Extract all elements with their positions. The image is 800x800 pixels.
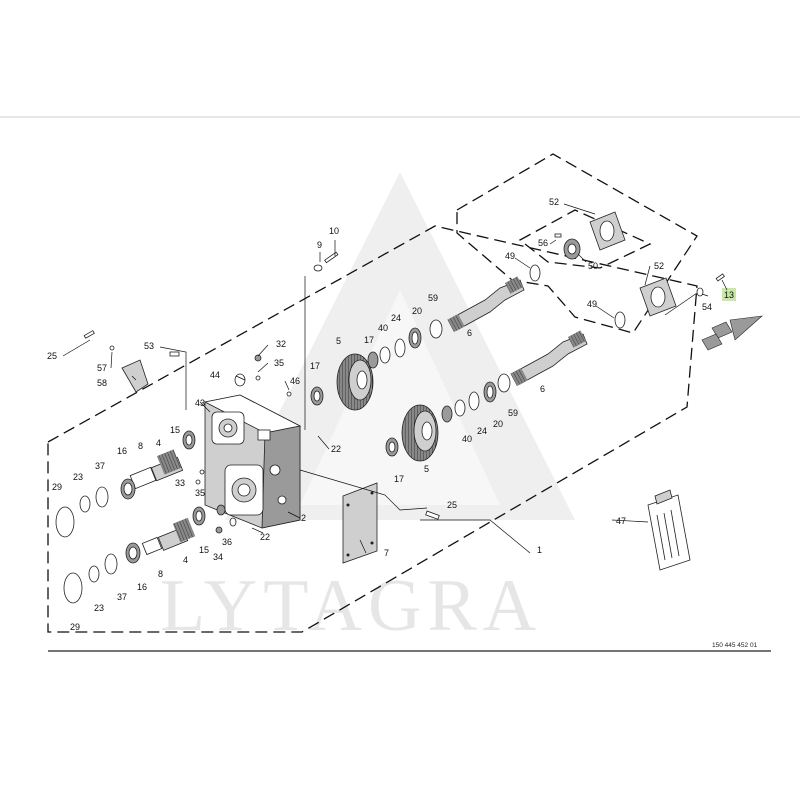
callout-15: 15 (170, 425, 180, 435)
callout-54: 54 (702, 302, 712, 312)
callout-58: 58 (97, 378, 107, 388)
callout-52: 52 (549, 197, 559, 207)
gearbox-housing (203, 394, 302, 529)
direction-arrow-icon (701, 315, 763, 351)
callout-9: 9 (317, 240, 322, 250)
callout-59: 59 (508, 408, 518, 418)
callout-35: 35 (274, 358, 284, 368)
callout-37: 37 (117, 592, 127, 602)
callout-25: 25 (447, 500, 457, 510)
watermark-text: LYTAGRA (160, 565, 542, 647)
callout-5: 5 (336, 336, 341, 346)
callout-13: 13 (724, 290, 734, 300)
callout-44: 44 (210, 370, 220, 380)
callout-6: 6 (467, 328, 472, 338)
callout-53: 53 (144, 341, 154, 351)
input-shaft-lower (125, 506, 206, 564)
seal-ring-lower (614, 311, 626, 329)
gear-upper (310, 319, 443, 411)
callout-29: 29 (52, 482, 62, 492)
bearing-flange-upper (554, 211, 626, 260)
callout-24: 24 (477, 426, 487, 436)
callout-23: 23 (94, 603, 104, 613)
seal-rings-left (55, 486, 237, 604)
callout-49: 49 (587, 299, 597, 309)
callout-40: 40 (462, 434, 472, 444)
oil-can (647, 489, 691, 571)
callout-20: 20 (412, 306, 422, 316)
callout-25: 25 (47, 351, 57, 361)
callout-57: 57 (97, 363, 107, 373)
callout-8: 8 (158, 569, 163, 579)
callout-17: 17 (394, 474, 404, 484)
callout-47: 47 (616, 516, 626, 526)
callout-1: 1 (537, 545, 542, 555)
callout-16: 16 (117, 446, 127, 456)
callout-40: 40 (378, 323, 388, 333)
callout-20: 20 (493, 419, 503, 429)
watermark-triangle-inner (300, 290, 500, 505)
fasteners (83, 251, 440, 520)
callout-22: 22 (331, 444, 341, 454)
output-shaft-lower (510, 330, 588, 386)
highlighted-callout-box (722, 288, 736, 301)
callout-33: 33 (175, 478, 185, 488)
callout-50: 50 (588, 261, 598, 271)
callout-29: 29 (70, 622, 80, 632)
part-callouts: 1 2 4 4 5 5 6 6 7 8 8 9 10 13 15 15 16 1… (47, 197, 734, 632)
callout-10: 10 (329, 226, 339, 236)
callout-23: 23 (73, 472, 83, 482)
leader-lines (62, 203, 728, 554)
main-housing-group-outline (47, 225, 698, 633)
output-shaft-upper (447, 276, 525, 332)
seal-ring-upper (529, 264, 541, 282)
drawing-number: 150 445 452 01 (712, 642, 758, 649)
callout-22: 22 (260, 532, 270, 542)
callout-36: 36 (222, 537, 232, 547)
callout-24: 24 (391, 313, 401, 323)
bearing-flange-lower (639, 273, 725, 317)
callout-4: 4 (156, 438, 161, 448)
callout-43: 43 (195, 398, 205, 408)
callout-37: 37 (95, 461, 105, 471)
callout-46: 46 (290, 376, 300, 386)
callout-49: 49 (505, 251, 515, 261)
callout-16: 16 (137, 582, 147, 592)
callout-34: 34 (213, 552, 223, 562)
callout-15: 15 (199, 545, 209, 555)
callout-4: 4 (183, 555, 188, 565)
cover-plate (342, 482, 378, 564)
callout-17: 17 (310, 361, 320, 371)
callout-2: 2 (301, 513, 306, 523)
callout-7: 7 (384, 548, 389, 558)
gear-lower (385, 373, 511, 462)
callout-56: 56 (538, 238, 548, 248)
callout-5: 5 (424, 464, 429, 474)
upper-shaft-group-outline (456, 153, 698, 334)
callout-6: 6 (540, 384, 545, 394)
callout-17: 17 (364, 335, 374, 345)
flange-subgroup-outline (518, 209, 652, 269)
callout-59: 59 (428, 293, 438, 303)
callout-35: 35 (195, 488, 205, 498)
callout-8: 8 (138, 441, 143, 451)
callout-32: 32 (276, 339, 286, 349)
input-shaft-upper (120, 430, 196, 500)
callout-52: 52 (654, 261, 664, 271)
